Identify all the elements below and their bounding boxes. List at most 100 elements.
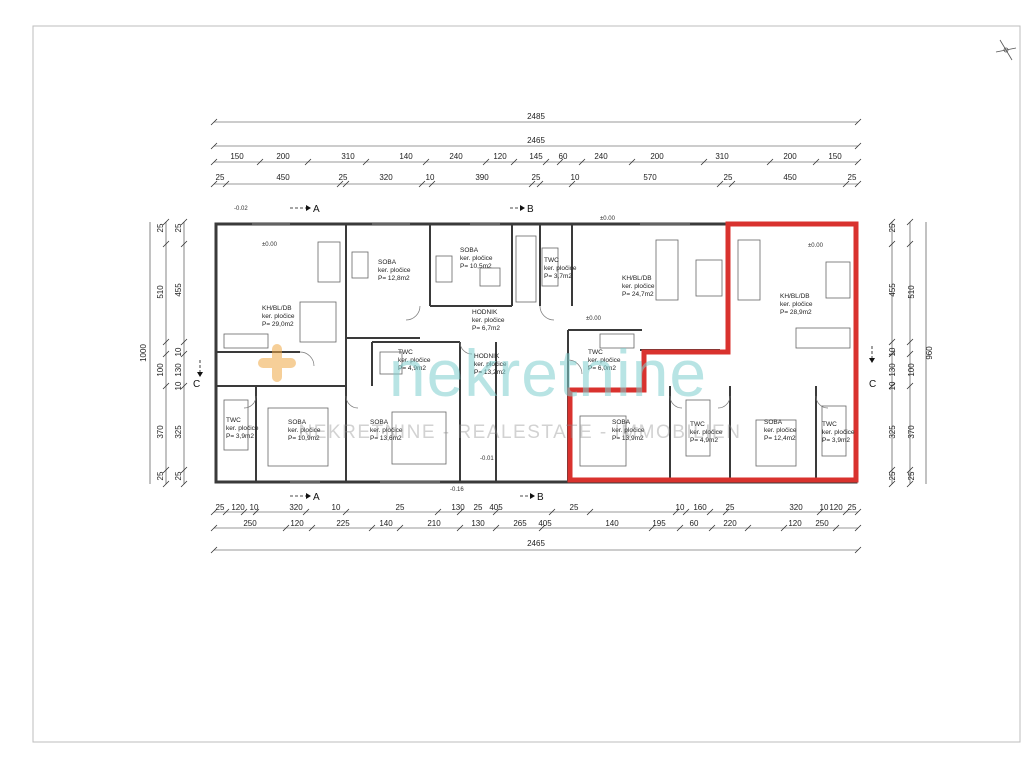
dim-text: 25 [174, 471, 183, 480]
room-name: TWC [822, 421, 837, 428]
dim-tick [482, 158, 490, 166]
dim-text: 25 [474, 503, 483, 512]
dim-tick [586, 508, 594, 516]
dim-tick [854, 546, 862, 554]
dim-tick [304, 158, 312, 166]
room-finish: ker. pločice [780, 301, 813, 308]
dim-text: 25 [848, 173, 857, 182]
dim-text: 25 [156, 471, 165, 480]
room-area: P= 4,9m2 [690, 437, 718, 444]
dim-tick [672, 508, 680, 516]
section-b-bottom-label: B [537, 492, 544, 503]
room-finish: ker. pločice [764, 427, 797, 434]
dim-tick [628, 158, 636, 166]
dim-tick [210, 180, 218, 188]
dim-text: 210 [427, 519, 441, 528]
dim-tick [708, 524, 716, 532]
dim-text: 225 [336, 519, 350, 528]
dim-tick [854, 508, 862, 516]
dim-tick [222, 180, 230, 188]
dim-tick [812, 158, 820, 166]
section-c-left: C [193, 360, 203, 390]
dim-text: 130 [174, 363, 183, 377]
dim-tick [492, 524, 500, 532]
dim-tick [180, 218, 188, 226]
dim-text: 10 [571, 173, 580, 182]
level-mark: -0.16 [450, 487, 464, 493]
dim-text: 100 [156, 363, 165, 377]
dim-right-outer: 960 [925, 346, 934, 360]
room-area: P= 12,4m2 [764, 435, 796, 442]
dim-text: 150 [828, 152, 842, 161]
dim-text: 140 [379, 519, 393, 528]
furniture [223, 235, 851, 467]
room-area: P= 10,9m2 [288, 435, 320, 442]
room-name: SOBA [460, 247, 479, 254]
dim-text: 240 [594, 152, 608, 161]
dim-text: 60 [559, 152, 568, 161]
dim-text: 25 [156, 223, 165, 232]
room-finish: ker. pločice [544, 265, 577, 272]
room-area: P= 13,9m2 [612, 435, 644, 442]
dim-tick [648, 524, 656, 532]
dim-overall-top: 2485 [527, 112, 545, 121]
dim-text: 130 [471, 519, 485, 528]
dim-tick [210, 508, 218, 516]
dim-tick [492, 508, 500, 516]
dim-text: 130 [451, 503, 465, 512]
watermark-plus-icon [258, 344, 296, 382]
dim-text: 200 [650, 152, 664, 161]
dim-tick [906, 382, 914, 390]
watermark-brand: nekretnine [389, 336, 707, 410]
dim-tick [210, 118, 218, 126]
dim-text: 25 [888, 471, 897, 480]
dim-tick [302, 508, 310, 516]
dim-tick [906, 240, 914, 248]
dim-text: 320 [289, 503, 303, 512]
dim-tick [162, 338, 170, 346]
dim-tick [780, 524, 788, 532]
level-mark: ±0.00 [262, 242, 278, 248]
dim-tick [342, 180, 350, 188]
dim-tick [434, 508, 442, 516]
section-a-bottom-label: A [313, 492, 320, 503]
dim-tick [888, 338, 896, 346]
dim-text: 325 [888, 425, 897, 439]
dim-tick [180, 466, 188, 474]
dim-tick [854, 524, 862, 532]
section-a-top-label: A [313, 204, 320, 215]
dim-text: 455 [888, 283, 897, 297]
room-finish: ker. pločice [378, 267, 411, 274]
level-mark: -0.01 [480, 456, 494, 462]
room-name: HODNIK [474, 353, 500, 360]
section-markers: A A B B C C [193, 204, 876, 503]
dim-tick [396, 524, 404, 532]
dim-text: 25 [907, 471, 916, 480]
room-area: P= 24,7m2 [622, 291, 654, 298]
dim-text: 200 [783, 152, 797, 161]
dim-text: 450 [276, 173, 290, 182]
section-b-top: B [510, 204, 534, 215]
dim-text: 10 [174, 381, 183, 390]
level-mark: ±0.00 [586, 316, 602, 322]
dim-tick [744, 524, 752, 532]
dim-tick [676, 524, 684, 532]
room-name: SOBA [378, 259, 397, 266]
dim-text: 310 [341, 152, 355, 161]
dim-tick [222, 508, 230, 516]
dim-text: 570 [643, 173, 657, 182]
dim-tick [888, 382, 896, 390]
dim-text: 130 [888, 363, 897, 377]
dim-tick [538, 524, 546, 532]
dim-text: 370 [156, 425, 165, 439]
